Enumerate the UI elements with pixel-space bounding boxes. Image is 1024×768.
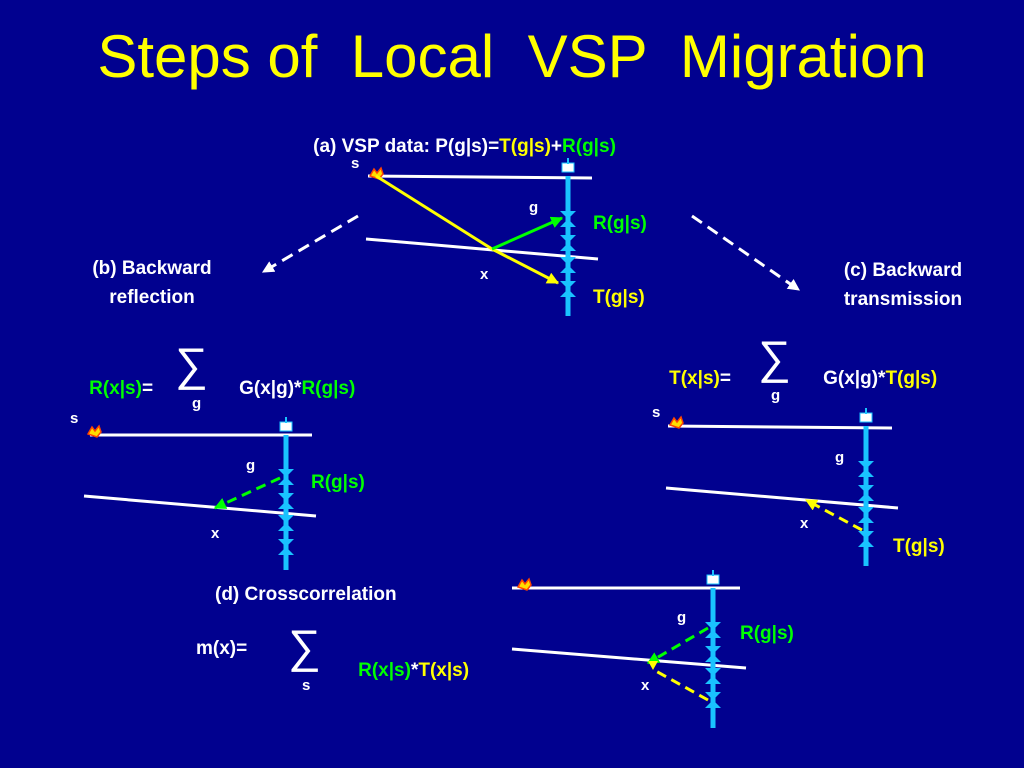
arrow-to-panel-c [691, 214, 800, 292]
panel-a-transmission-label: T(g|s) [593, 287, 645, 308]
panel-c-surface [667, 424, 893, 430]
panel-d-sum-index: s [302, 677, 311, 694]
panel-c-back-transmission-ray [804, 498, 863, 532]
panel-a-heading-r: R(g|s) [562, 136, 616, 157]
arrow-to-panel-b [261, 214, 359, 274]
panel-b-reflection-label: R(g|s) [311, 472, 365, 493]
panel-d-image-point [648, 661, 658, 670]
slide-title: Steps of Local VSP Migration [97, 23, 927, 90]
panel-b-rig-icon [279, 417, 293, 432]
panel-b-source-label: s [70, 410, 79, 427]
panel-b-lhs: R(x|s) [89, 378, 142, 399]
panel-c-equation-rhs: G(x|g)*T(g|s) [802, 346, 937, 412]
panel-b-reflector [83, 494, 317, 518]
panel-d-reflection-label: R(g|s) [740, 623, 794, 644]
panel-b-equals: = [141, 378, 154, 399]
panel-d-rig-icon [706, 570, 720, 585]
panel-c-reflector [665, 486, 899, 510]
panel-c-rig-icon [859, 408, 873, 423]
panel-a-heading-prefix: (a) VSP data: P(g|s)= [313, 136, 500, 157]
panel-b-sum-index: g [192, 395, 202, 412]
panel-c-sum-index: g [771, 387, 781, 404]
panel-b-back-reflection-ray [213, 476, 281, 510]
panel-c-transmission-label: T(g|s) [893, 536, 945, 557]
panel-d-reflection-ray [646, 626, 709, 665]
panel-a-heading-t: T(g|s) [499, 136, 551, 157]
panel-b-sum-sign: ∑ [175, 338, 208, 390]
panel-c-lhs: T(x|s) [669, 368, 720, 389]
panel-b-diagram [83, 417, 317, 570]
panel-a-geophones [560, 211, 576, 297]
panel-d-transmission-ray [653, 668, 709, 702]
panel-c-source-icon [668, 415, 684, 429]
panel-c-heading: (c) Backward transmission [843, 260, 963, 310]
panel-b-rhs-prefix: G(x|g)* [239, 378, 302, 399]
panel-b-heading: (b) Backward reflection [92, 258, 212, 308]
panel-b-source-icon [86, 424, 102, 438]
panel-a-diagram [261, 158, 800, 316]
panel-a-rig-icon [561, 158, 575, 173]
panel-b-rhs-r: R(g|s) [301, 378, 356, 399]
panel-a-geophone-label: g [529, 199, 539, 216]
panel-d-equation-rhs: R(x|s)*T(x|s) [337, 638, 469, 704]
panel-d-rhs-star: * [410, 660, 419, 681]
panel-b-point-label: x [211, 525, 220, 542]
panel-b-equation-lhs: R(x|s)= [68, 356, 153, 422]
panel-a-source-label: s [351, 155, 360, 172]
panel-a-surface [367, 174, 593, 180]
panel-d-sum-sign: ∑ [288, 620, 321, 672]
panel-d-rhs-r: R(x|s) [358, 660, 411, 681]
panel-d-geophones [705, 622, 721, 708]
panel-d-lhs: m(x)= [196, 638, 248, 659]
panel-b-equation-rhs: G(x|g)*R(g|s) [218, 356, 355, 422]
panel-a-heading-plus: + [550, 136, 563, 157]
panel-d-diagram [511, 570, 747, 728]
panel-d-heading: (d) Crosscorrelation [215, 584, 397, 605]
panel-a-transmitted-ray [491, 247, 560, 285]
panel-c-rhs-t: T(g|s) [885, 368, 938, 389]
panel-a-heading: (a) VSP data: P(g|s)=T(g|s)+R(g|s) [292, 114, 616, 180]
panel-c-geophones [858, 461, 874, 547]
panel-a-reflected-ray [491, 216, 564, 251]
panel-d-geophone-label: g [677, 609, 687, 626]
panel-c-equation-lhs: T(x|s)= [648, 346, 731, 412]
panel-c-rhs-prefix: G(x|g)* [823, 368, 886, 389]
panel-c-diagram [665, 408, 899, 566]
panel-a-reflector [365, 237, 599, 261]
panel-a-reflection-label: R(g|s) [593, 213, 647, 234]
panel-c-equals: = [719, 368, 731, 389]
panel-a-incident-ray [375, 174, 493, 251]
panel-c-source-label: s [652, 404, 661, 421]
panel-d-reflector [511, 647, 747, 670]
panel-c-sum-sign: ∑ [758, 331, 791, 383]
panel-b-geophone-label: g [246, 457, 256, 474]
panel-d-source-icon [516, 577, 532, 591]
panel-b-geophones [278, 469, 294, 555]
panel-c-point-label: x [800, 515, 809, 532]
panel-d-rhs-t: T(x|s) [418, 660, 470, 681]
panel-d-point-label: x [641, 677, 650, 694]
panel-c-geophone-label: g [835, 449, 845, 466]
panel-a-point-label: x [480, 266, 489, 283]
